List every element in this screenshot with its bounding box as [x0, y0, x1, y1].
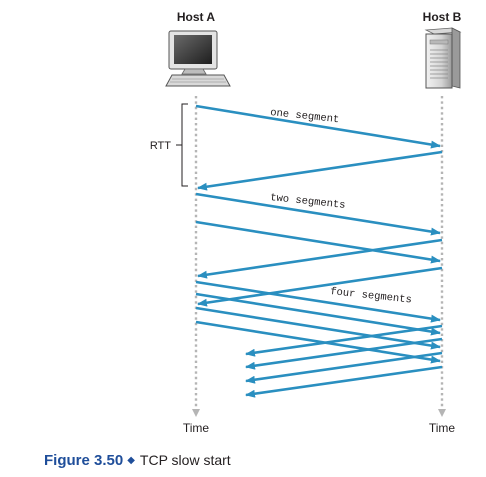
host-b-timeline-arrowhead	[438, 409, 446, 417]
segment-arrow	[195, 220, 441, 264]
segment-arrow	[195, 192, 441, 236]
figure-caption-text: TCP slow start	[139, 452, 231, 468]
ack-arrow	[197, 238, 443, 279]
host-b-time-label: Time	[429, 421, 456, 435]
host-a-label: Host A	[177, 10, 216, 24]
ack-arrow	[245, 324, 443, 357]
segment-arrow	[195, 320, 441, 364]
figure-caption: Figure 3.50◆ TCP slow start	[44, 452, 231, 469]
caption-bullet-icon: ◆	[127, 455, 135, 466]
ack-arrow	[245, 365, 443, 398]
rtt-bracket	[176, 103, 188, 187]
ack-arrow	[197, 266, 443, 307]
segment-arrow	[195, 104, 441, 149]
rtt-label: RTT	[150, 140, 171, 152]
host-a-timeline-arrowhead	[192, 409, 200, 417]
desktop-computer-icon	[165, 30, 231, 87]
host-a-time-label: Time	[183, 421, 210, 435]
segment-arrow	[195, 292, 441, 336]
ack-arrow	[245, 337, 443, 370]
server-tower-icon	[424, 27, 462, 89]
segment-arrow	[195, 280, 441, 323]
segment-arrow	[195, 306, 441, 350]
host-b-label: Host B	[423, 10, 462, 24]
figure-number: Figure 3.50	[44, 452, 124, 469]
ack-arrow	[197, 150, 443, 191]
ack-arrow	[245, 351, 443, 384]
